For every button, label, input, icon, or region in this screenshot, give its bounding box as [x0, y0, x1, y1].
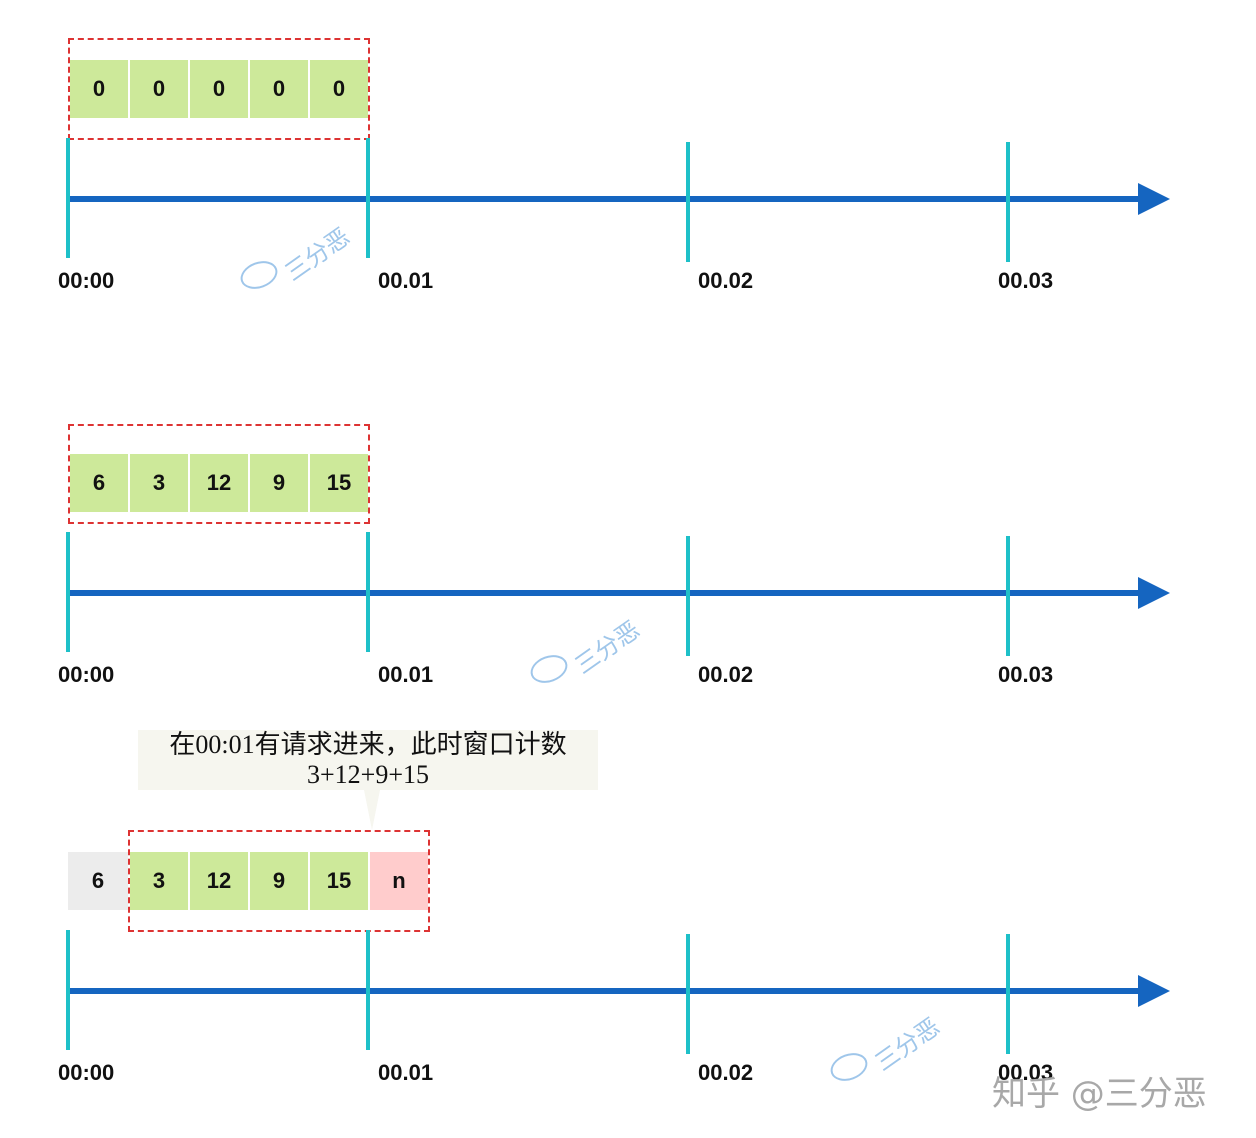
tick-mark: [1006, 142, 1010, 262]
tick-mark: [686, 934, 690, 1054]
watermark: 三分恶: [279, 222, 355, 287]
sliding-window: [128, 830, 430, 932]
counter-cell: 15: [310, 454, 368, 512]
counter-cell: n: [370, 852, 428, 910]
watermark: 三分恶: [569, 615, 645, 680]
tick-mark: [366, 930, 370, 1050]
counter-cell: 9: [250, 454, 308, 512]
counter-cell: 6: [68, 852, 128, 910]
tick-mark: [366, 532, 370, 652]
tick-label: 00.02: [698, 268, 754, 293]
tick-label: 00.03: [998, 662, 1054, 687]
counter-cell: 12: [190, 454, 248, 512]
axis-arrow: [1138, 577, 1170, 609]
time-axis: [68, 590, 1148, 596]
callout-text-line2: 3+12+9+15: [307, 760, 429, 789]
tick-label: 00.03: [998, 268, 1054, 293]
counter-cell: 3: [130, 852, 188, 910]
axis-arrow: [1138, 975, 1170, 1007]
callout-text-line1: 在00:01有请求进来，此时窗口计数: [169, 730, 567, 759]
counter-cell: 0: [130, 60, 188, 118]
tick-mark: [1006, 536, 1010, 656]
counter-cell: 9: [250, 852, 308, 910]
counter-cell: 0: [190, 60, 248, 118]
tick-label: 00.03: [998, 1060, 1054, 1085]
tick-label: 00:00: [58, 1060, 115, 1085]
callout-box: 在00:01有请求进来，此时窗口计数 3+12+9+15: [138, 730, 598, 790]
tick-mark: [66, 532, 70, 652]
axis-arrow: [1138, 183, 1170, 215]
tick-mark: [66, 930, 70, 1050]
tick-label: 00:00: [58, 662, 115, 687]
tick-mark: [1006, 934, 1010, 1054]
time-axis: [68, 196, 1148, 202]
callout-pointer: [364, 790, 380, 830]
counter-cell: 6: [70, 454, 128, 512]
tick-mark: [686, 142, 690, 262]
wechat-icon: [826, 1048, 872, 1086]
counter-cell: 15: [310, 852, 368, 910]
corner-watermark: 知乎 @三分恶: [992, 1074, 1207, 1114]
time-axis: [68, 988, 1148, 994]
wechat-icon: [526, 650, 572, 688]
wechat-icon: [236, 256, 282, 294]
sliding-window: [68, 38, 370, 140]
tick-mark: [366, 138, 370, 258]
tick-mark: [686, 536, 690, 656]
tick-label: 00.01: [378, 268, 434, 293]
counter-cell: 0: [70, 60, 128, 118]
counter-cell: 3: [130, 454, 188, 512]
tick-label: 00:00: [58, 268, 115, 293]
tick-label: 00.02: [698, 662, 754, 687]
tick-mark: [66, 138, 70, 258]
tick-label: 00.01: [378, 1060, 434, 1085]
watermark: 三分恶: [869, 1012, 945, 1077]
tick-label: 00.02: [698, 1060, 754, 1085]
counter-cell: 0: [250, 60, 308, 118]
counter-cell: 12: [190, 852, 248, 910]
tick-label: 00.01: [378, 662, 434, 687]
sliding-window: [68, 424, 370, 524]
counter-cell: 0: [310, 60, 368, 118]
